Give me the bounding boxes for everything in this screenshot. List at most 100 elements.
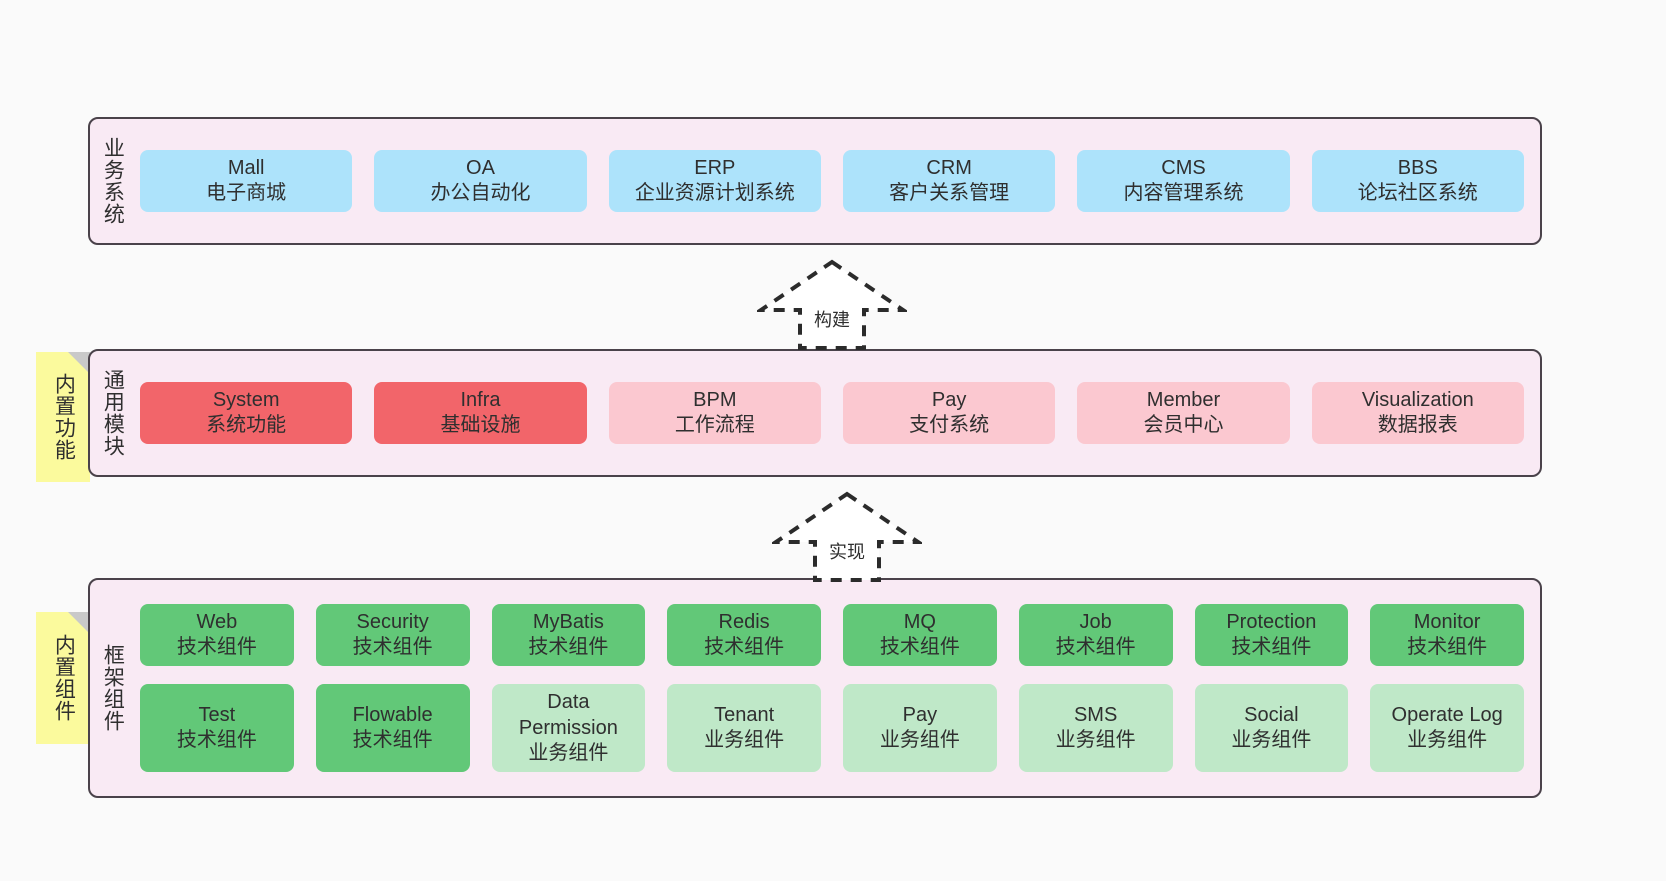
- component-name-cn: 技术组件: [528, 636, 609, 659]
- component-name-cn: 基础设施: [440, 414, 521, 436]
- layer-panel-common-modules: 通用模块 System 系统功能 Infra 基础设施 BPM 工作流程 Pay 支付系统 Mem…: [88, 349, 1542, 477]
- component-card-test[interactable]: Test 技术组件: [140, 684, 294, 772]
- arrow-label: 构建: [814, 310, 850, 330]
- component-name-en: Operate Log: [1391, 704, 1503, 726]
- sticky-note-label: 内置组件: [52, 634, 76, 722]
- component-name-cn: 会员中心: [1143, 414, 1224, 436]
- arrow-svg: [757, 259, 907, 350]
- component-name-cn: 系统功能: [206, 414, 287, 436]
- component-name-en: Mall: [227, 156, 265, 179]
- component-name-cn: 论坛社区系统: [1357, 182, 1478, 204]
- component-card-bpm[interactable]: BPM 工作流程: [608, 381, 821, 445]
- component-name-en: MyBatis: [532, 611, 604, 634]
- component-name-en: Web: [196, 611, 238, 634]
- layer-title-framework-components: 框架组件: [101, 644, 125, 732]
- component-name-cn: 客户关系管理: [889, 182, 1010, 204]
- component-name-cn: 技术组件: [176, 729, 257, 752]
- component-name-cn: 数据报表: [1377, 414, 1458, 436]
- component-name-cn: 电子商城: [206, 182, 287, 204]
- component-name-cn: 技术组件: [704, 636, 785, 659]
- component-name-en: ERP: [694, 156, 736, 179]
- component-card-pay[interactable]: Pay 业务组件: [843, 684, 997, 772]
- component-name-cn: 技术组件: [1407, 636, 1488, 659]
- component-name-en: Social: [1244, 704, 1299, 726]
- component-name-cn: 业务组件: [1231, 729, 1312, 752]
- arrow-shape-up-icon: [757, 259, 907, 350]
- component-card-system[interactable]: System 系统功能: [140, 381, 353, 445]
- component-name-cn: 业务组件: [528, 741, 609, 764]
- sticky-note-common-modules: 内置功能: [36, 352, 90, 482]
- component-name-en: Redis: [718, 611, 770, 634]
- component-name-en: Monitor: [1413, 611, 1481, 634]
- layer-title-common-modules: 通用模块: [101, 369, 125, 457]
- component-name-en: CRM: [926, 156, 972, 179]
- arrow-label: 实现: [829, 542, 865, 562]
- component-name-cn: 技术组件: [352, 636, 433, 659]
- component-card-mall[interactable]: Mall 电子商城: [140, 149, 353, 213]
- component-name-en: Data Permission: [518, 691, 618, 739]
- component-card-flowable[interactable]: Flowable 技术组件: [315, 684, 470, 772]
- component-name-cn: 技术组件: [1231, 636, 1312, 659]
- arrow-svg: [772, 491, 922, 582]
- component-name-cn: 技术组件: [879, 636, 960, 659]
- component-name-en: Test: [198, 704, 236, 726]
- component-name-en: Security: [356, 611, 429, 634]
- folded-corner-icon: [68, 612, 90, 634]
- folded-corner-icon: [68, 352, 90, 374]
- component-card-tenant[interactable]: Tenant 业务组件: [667, 684, 821, 772]
- component-name-en: Protection: [1226, 611, 1317, 634]
- component-name-cn: 支付系统: [909, 414, 990, 436]
- component-name-cn: 业务组件: [704, 729, 785, 752]
- arrow-build: 构建: [757, 258, 907, 350]
- component-name-cn: 技术组件: [352, 729, 433, 752]
- component-name-en: MQ: [903, 611, 936, 634]
- component-name-en: BPM: [693, 388, 737, 411]
- component-name-en: Tenant: [714, 704, 775, 726]
- component-name-cn: 业务组件: [879, 729, 960, 752]
- component-card-social[interactable]: Social 业务组件: [1194, 684, 1349, 772]
- layer-title-business-systems: 业务系统: [101, 137, 125, 225]
- component-name-cn: 业务组件: [1055, 729, 1136, 752]
- component-name-en: Infra: [460, 388, 501, 411]
- component-card-pay[interactable]: Pay 支付系统: [842, 381, 1056, 445]
- component-name-en: Pay: [931, 388, 967, 411]
- component-name-en: Visualization: [1361, 388, 1474, 411]
- component-name-en: Pay: [902, 704, 938, 726]
- component-name-en: System: [212, 388, 280, 411]
- component-name-cn: 工作流程: [674, 414, 755, 436]
- component-card-visualization[interactable]: Visualization 数据报表: [1311, 381, 1524, 445]
- sticky-note-label: 内置功能: [52, 373, 76, 461]
- component-name-cn: 内容管理系统: [1123, 182, 1244, 204]
- component-name-en: Job: [1079, 611, 1112, 634]
- component-name-en: OA: [466, 156, 495, 179]
- component-card-crm[interactable]: CRM 客户关系管理: [842, 149, 1056, 213]
- sticky-note-framework-components: 内置组件: [36, 612, 90, 744]
- component-card-infra[interactable]: Infra 基础设施: [374, 381, 587, 445]
- component-name-en: Flowable: [352, 704, 433, 726]
